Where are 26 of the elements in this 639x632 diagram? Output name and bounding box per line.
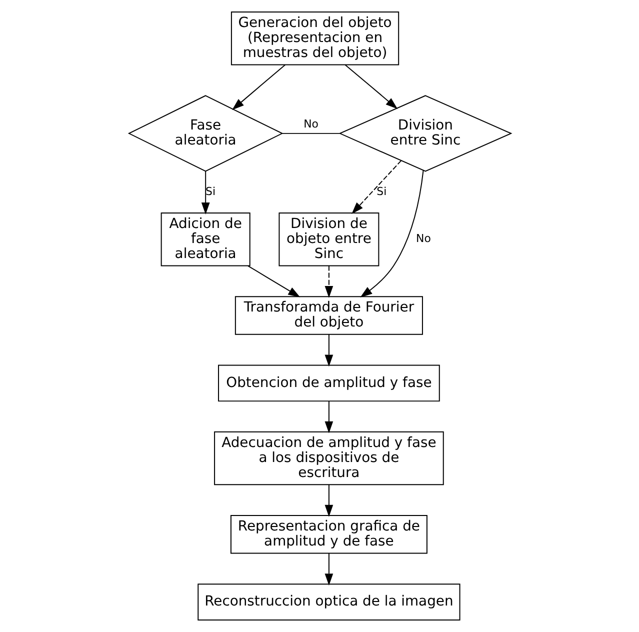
edge-label: No [303, 117, 318, 130]
arrow [324, 552, 333, 586]
arrow [324, 265, 333, 298]
edge-label: No [416, 232, 430, 246]
edge-label: Si [376, 184, 386, 198]
node-box: Adecuacion de amplitud y fase a los dispositivos de escritura [214, 431, 444, 486]
node-box: Division de objeto entre Sinc [278, 212, 379, 266]
arrow [200, 170, 210, 214]
arrow [232, 64, 286, 110]
node-diamond: Fase aleatoria [127, 95, 283, 172]
arrow [324, 400, 333, 434]
connector [282, 132, 340, 134]
node-box: Adicion de fase aleatoria [160, 212, 250, 266]
node-diamond: Division entre Sinc [338, 95, 512, 172]
arrow [344, 64, 398, 109]
node-box: Generacion del objeto (Representacion en muestras del objeto) [230, 12, 399, 66]
node-box: Transforamda de Fourier del objeto [234, 296, 422, 335]
arrow [360, 170, 424, 298]
arrow [324, 484, 333, 517]
arrow [351, 160, 402, 214]
node-box: Representacion grafica de amplitud y de fase [230, 514, 427, 554]
edge-label: Si [205, 184, 216, 198]
node-box: Reconstruccion optica de la imagen [197, 584, 460, 620]
arrow [324, 334, 333, 367]
node-box: Obtencion de amplitud y fase [218, 364, 440, 402]
arrow [247, 265, 300, 298]
